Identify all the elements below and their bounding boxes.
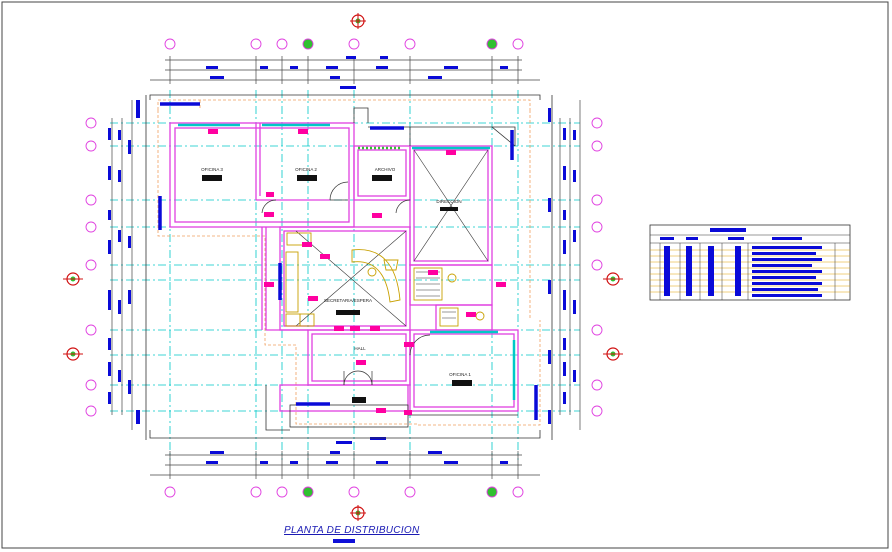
room-label-oficina-2: OFICINA 2	[295, 167, 317, 172]
windows	[178, 123, 516, 400]
legend-table	[649, 224, 851, 301]
desk-symbols	[202, 175, 472, 403]
dimension-lines	[111, 56, 581, 479]
dimension-values	[108, 56, 576, 464]
room-label-oficina-3: OFICINA 3	[201, 167, 223, 172]
axis-bubbles	[85, 38, 603, 498]
room-label-oficina-1: OFICINA 1	[449, 372, 471, 377]
blue-wall-segments	[158, 102, 538, 420]
room-label-archivo: ARCHIVO	[375, 167, 396, 172]
drawing-title: PLANTA DE DISTRIBUCION	[284, 525, 420, 536]
tag-markers	[208, 129, 506, 415]
axis-grid	[110, 90, 580, 460]
diagonal-lines	[295, 149, 489, 327]
title-scale-bar	[333, 539, 355, 543]
site-outline	[145, 94, 553, 440]
walls	[169, 122, 519, 412]
room-label-secretaria: SECRETARIA/ESPERA	[324, 298, 372, 303]
doors	[261, 181, 431, 386]
furniture	[285, 232, 485, 327]
room-label-direccion: DIRECCION	[436, 199, 461, 204]
room-label-hall: HALL	[354, 346, 366, 351]
